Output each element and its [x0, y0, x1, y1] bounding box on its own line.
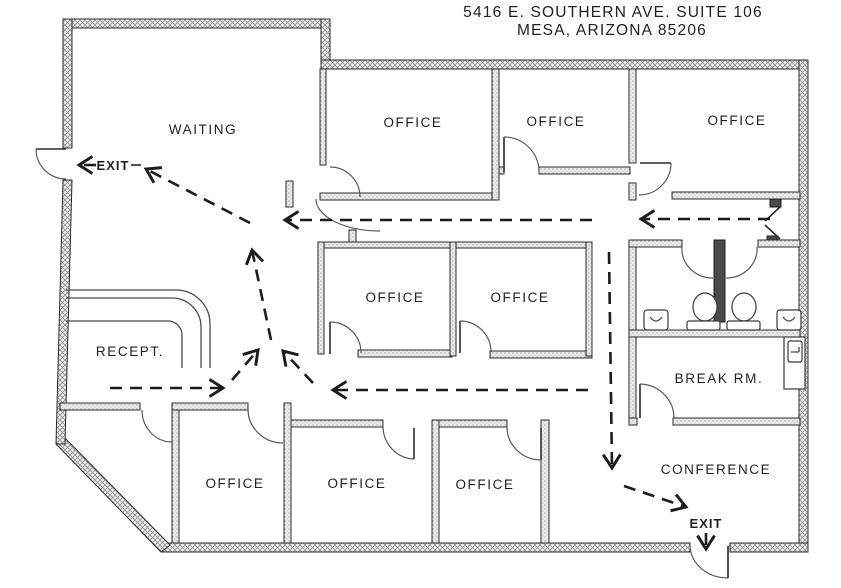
- wall-boffice1-top: [171, 402, 249, 411]
- exit-label-left: EXIT: [97, 158, 130, 173]
- wall-center-right: [585, 241, 593, 357]
- wall-divider-office2-3-stub: [628, 182, 637, 201]
- wall-boffice3-right: [540, 419, 550, 544]
- room-label-conference: CONFERENCE: [661, 462, 772, 477]
- room-label-office-bot-1: OFFICE: [205, 476, 264, 491]
- door-arc-restroom-right: [725, 246, 758, 279]
- wall-divider-b1-b2: [283, 402, 292, 544]
- wall-breakroom-bottom-stub: [628, 417, 638, 426]
- wall-breakroom-bottom: [672, 417, 801, 426]
- wall-left-lower: [55, 179, 73, 445]
- wall-office1-bottom: [319, 192, 493, 201]
- door-arc-boffice3: [506, 426, 542, 461]
- wall-office1-left: [319, 68, 327, 166]
- route-right-down: [602, 251, 622, 471]
- room-label-office-mid-1: OFFICE: [365, 290, 424, 305]
- door-arc-corner-room: [141, 409, 173, 443]
- wall-boffice2-top: [290, 419, 384, 428]
- door-angled-vestibule: [764, 206, 781, 240]
- wall-left-upper: [62, 18, 73, 149]
- room-label-office-bot-3: OFFICE: [455, 477, 514, 492]
- wall-centerA-bottom: [357, 349, 453, 358]
- door-arc-exit-bottom: [689, 545, 729, 579]
- hinge-block-upper: [769, 198, 782, 208]
- door-arc-centerB: [459, 320, 492, 353]
- wall-center-divider: [449, 241, 457, 357]
- wall-centerB-bottom: [489, 350, 593, 359]
- address-line-2: MESA, ARIZONA 85206: [517, 22, 707, 39]
- door-arc-boffice2: [382, 426, 415, 460]
- wall-divider-b2-b3: [431, 419, 440, 544]
- room-label-office-top-1: OFFICE: [383, 115, 442, 130]
- wall-divider-office1-2: [491, 68, 500, 201]
- door-arc-exit-left: [35, 148, 67, 180]
- route-junction-up-left: [281, 349, 314, 384]
- wall-bottom-right-seg: [729, 542, 809, 553]
- route-diag-to-bottom-exit: [623, 484, 689, 513]
- room-label-office-top-3: OFFICE: [707, 113, 766, 128]
- wall-restroom-top-right: [757, 239, 801, 248]
- door-arc-restroom-left: [681, 246, 714, 279]
- evacuation-routes: [76, 155, 770, 552]
- wall-restroom-top-left: [628, 239, 683, 248]
- wall-divider-office2-3: [628, 68, 637, 164]
- reception-counter: [66, 289, 211, 368]
- door-arc-corridor: [315, 198, 381, 232]
- wall-right: [798, 59, 809, 553]
- wall-office3-bottom: [671, 191, 801, 200]
- room-label-office-mid-2: OFFICE: [490, 290, 549, 305]
- fixtures: [66, 289, 806, 390]
- wall-restroom-bottom: [628, 329, 801, 338]
- room-label-break-room: BREAK RM.: [675, 371, 764, 386]
- wall-corner-room-top: [59, 402, 141, 411]
- room-label-reception: RECEPT.: [96, 344, 164, 359]
- room-label-office-top-2: OFFICE: [526, 114, 585, 129]
- door-arc-centerA: [329, 321, 362, 354]
- wall-top-waiting: [65, 18, 331, 29]
- door-arc-breakroom: [639, 383, 675, 419]
- wall-corridor-jamb: [348, 229, 357, 243]
- wall-bottom-left-seg: [160, 542, 691, 553]
- door-arc-office2: [503, 136, 540, 173]
- toilet-left: [686, 292, 721, 331]
- route-junction-up-right: [231, 347, 260, 381]
- toilet-right: [726, 292, 761, 331]
- door-arc-office3: [638, 162, 672, 196]
- route-junction-up: [245, 247, 273, 341]
- wall-corridor-stub: [285, 180, 294, 208]
- room-label-waiting: WAITING: [169, 122, 237, 137]
- wall-top-main: [320, 59, 809, 70]
- route-diagonal-to-exit: [143, 166, 251, 225]
- sink-left: [643, 309, 669, 331]
- door-arc-office1: [329, 166, 361, 198]
- door-arcs: [35, 136, 781, 579]
- sink-right: [776, 309, 802, 331]
- address-line-1: 5416 E. SOUTHERN AVE. SUITE 106: [463, 4, 763, 21]
- wall-office2-bottom: [538, 166, 631, 175]
- exit-label-bottom: EXIT: [690, 516, 723, 531]
- break-room-counter: [783, 336, 806, 390]
- door-arc-boffice1: [247, 408, 284, 444]
- wall-boffice1-left: [171, 402, 180, 544]
- room-label-office-bot-2: OFFICE: [327, 476, 386, 491]
- wall-center-left: [317, 241, 325, 355]
- wall-diagonal: [55, 436, 171, 553]
- wall-boffice3-top: [438, 419, 508, 428]
- exterior-walls: [55, 18, 809, 553]
